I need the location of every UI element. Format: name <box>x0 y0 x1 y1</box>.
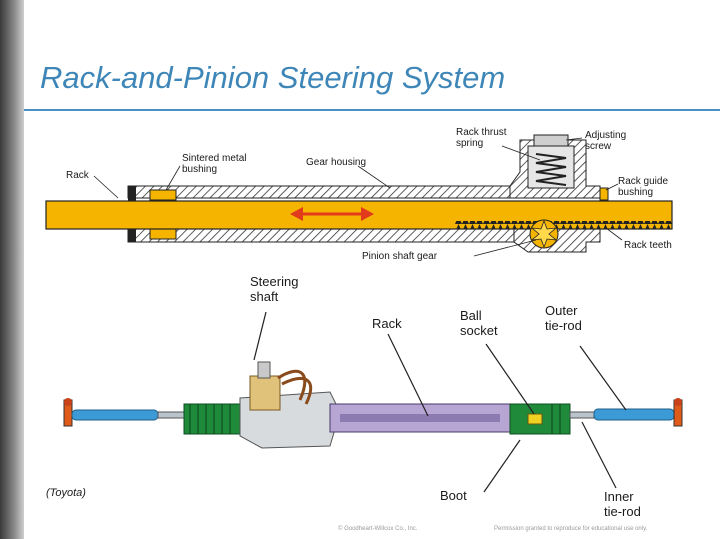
ball-socket <box>527 413 543 425</box>
slide-left-band <box>0 0 24 539</box>
title-divider <box>24 109 720 111</box>
label-steering-shaft: Steering shaft <box>250 274 299 304</box>
label-outer-tie-rod: Outer tie-rod <box>545 303 582 333</box>
label-gear-housing: Gear housing <box>306 157 367 168</box>
rack-teeth-strip <box>455 221 672 229</box>
left-boot <box>183 403 241 435</box>
label-rack-thrust-spring: Rack thrust spring <box>456 127 507 149</box>
rack-guide-bushing <box>599 187 609 201</box>
thrust-spring <box>535 153 567 186</box>
label-rack-bottom: Rack <box>372 316 402 331</box>
label-boot: Boot <box>440 488 467 503</box>
sintered-bushing-upper <box>149 189 177 201</box>
label-inner-tie-rod: Inner tie-rod <box>604 489 641 519</box>
slide-background <box>24 0 720 539</box>
slide-title: Rack-and-Pinion Steering System <box>40 60 506 95</box>
label-sintered-bushing: Sintered metal bushing <box>182 153 247 175</box>
label-toyota: (Toyota) <box>46 487 86 499</box>
right-outer-tie-rod <box>593 408 675 421</box>
label-rack-guide-bushing: Rack guide bushing <box>618 176 669 198</box>
pinion-valve-body <box>249 375 281 411</box>
label-adjusting-screw: Adjusting screw <box>585 130 627 152</box>
label-rack-teeth: Rack teeth <box>624 240 672 251</box>
footer-permission: Permission granted to reproduce for educ… <box>494 526 648 532</box>
inner-tie-rod <box>569 411 595 419</box>
thrust-spring-chamber <box>527 145 575 189</box>
footer-copyright: © Goodheart-Willcox Co., Inc. <box>338 526 418 532</box>
steering-shaft-input <box>257 361 271 379</box>
left-outer-tie-rod <box>71 409 159 421</box>
label-ball-socket: Ball socket <box>460 308 498 338</box>
rack-inner <box>340 414 500 422</box>
label-pinion-shaft-gear: Pinion shaft gear <box>362 251 438 262</box>
label-rack-top: Rack <box>66 170 89 181</box>
